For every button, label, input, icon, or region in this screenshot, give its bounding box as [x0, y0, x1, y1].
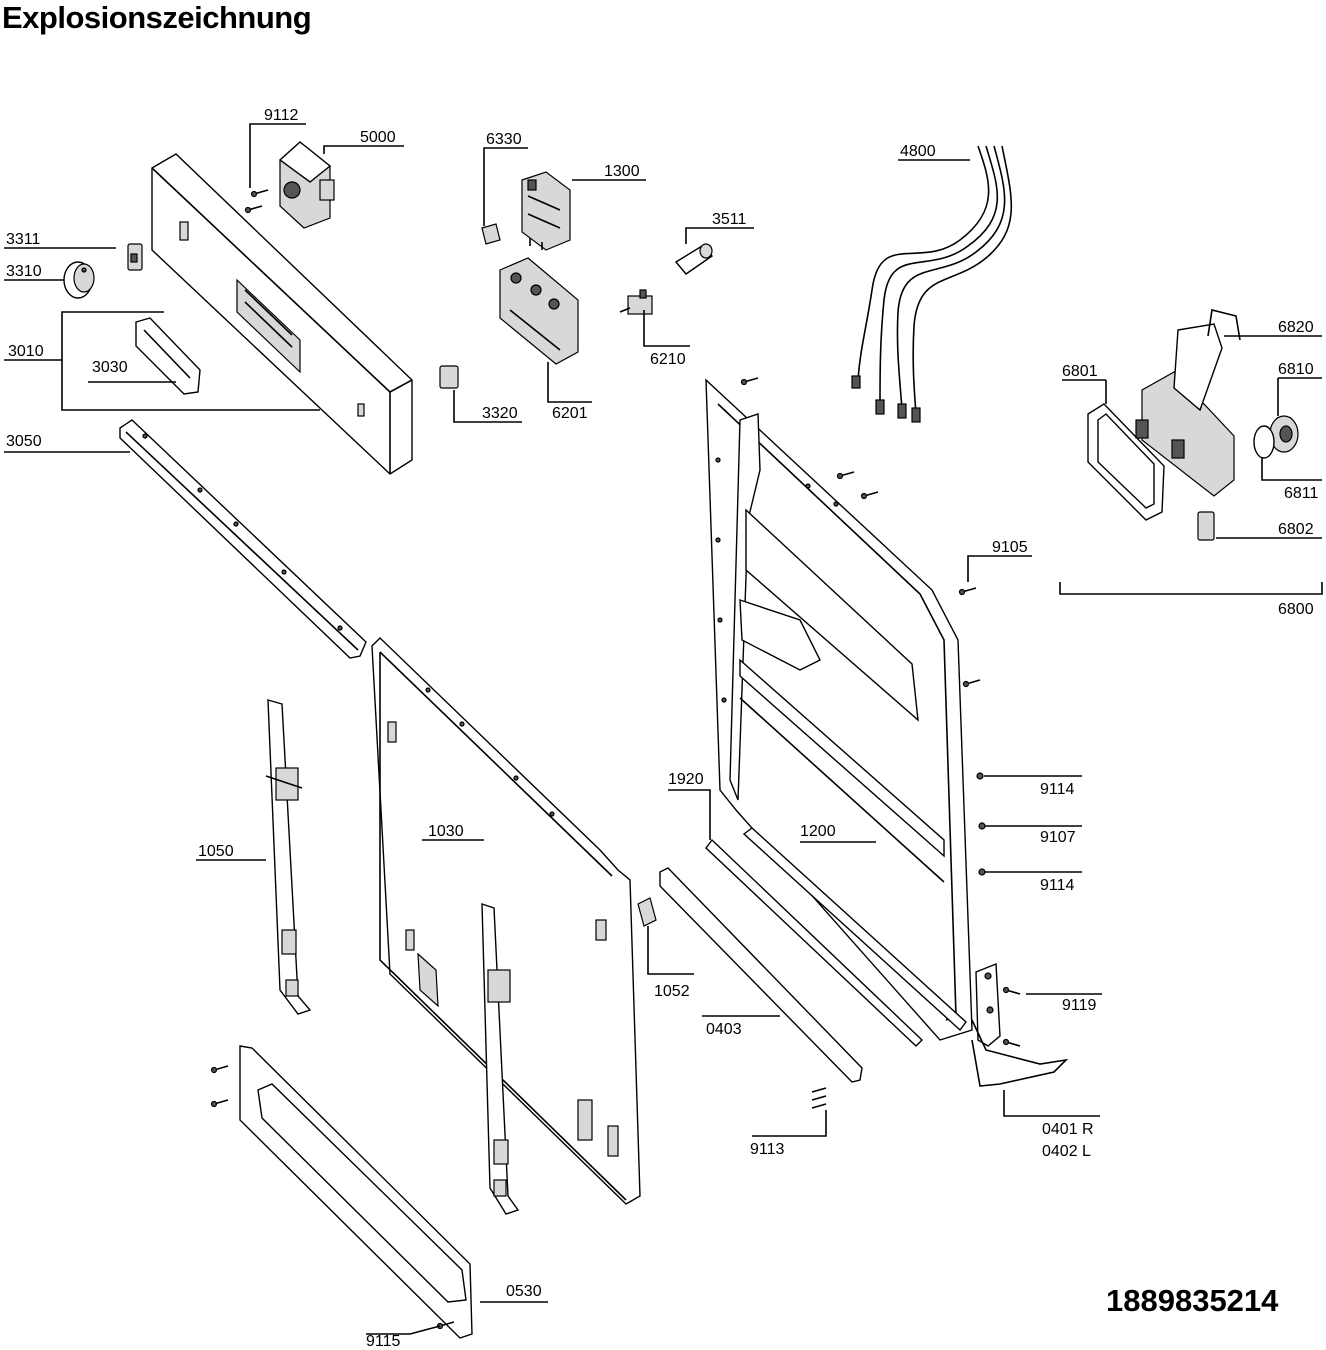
label-1300: 1300: [604, 163, 640, 180]
label-9112: 9112: [264, 107, 299, 124]
part-1030-door-panel: [371, 637, 641, 1205]
document-number: 1889835214: [1106, 1283, 1279, 1318]
label-4800: 4800: [900, 143, 936, 160]
door-screws: [740, 377, 1021, 1047]
part-1920-strip: [705, 827, 967, 1047]
label-1030: 1030: [428, 823, 464, 840]
label-9114-bottom: 9114: [1040, 877, 1075, 894]
label-9119: 9119: [1062, 997, 1097, 1014]
label-9113: 9113: [750, 1141, 785, 1158]
label-3511: 3511: [712, 211, 747, 228]
screws-9113: [811, 1087, 827, 1109]
part-1200-door-frame: [705, 378, 973, 1041]
part-3050-rail: [119, 419, 367, 659]
part-1050-bracket-left: [265, 699, 312, 1015]
screw-9112: [244, 189, 269, 214]
part-6201-module: [499, 257, 579, 365]
part-6330-clip: [481, 223, 501, 245]
label-0530: 0530: [506, 1283, 542, 1300]
label-3311: 3311: [6, 231, 41, 248]
label-6210: 6210: [650, 351, 686, 368]
part-6811-ring: [1253, 425, 1275, 459]
label-9105: 9105: [992, 539, 1028, 556]
label-3310: 3310: [6, 263, 42, 280]
label-6330: 6330: [486, 131, 522, 148]
label-9115: 9115: [366, 1333, 401, 1350]
part-1050-bracket-right: [481, 903, 520, 1215]
part-0530-kickplate: [239, 1045, 473, 1339]
part-6802-clip: [1197, 511, 1215, 541]
label-0401-r: 0401 R: [1042, 1121, 1094, 1138]
label-0402-l: 0402 L: [1042, 1143, 1091, 1160]
part-1300-module: [521, 171, 571, 251]
label-6800: 6800: [1278, 601, 1314, 618]
part-3511-spring: [674, 243, 714, 275]
part-3320-cap: [439, 365, 459, 389]
part-6210-switch: [619, 289, 653, 315]
leader-lines: [4, 123, 1323, 1335]
part-1052-clip: [637, 897, 657, 927]
part-labels: 9112 5000 6330 1300 4800 3511 3311 3310 …: [6, 107, 1319, 1350]
screws-9115: [210, 1065, 455, 1330]
label-6820: 6820: [1278, 319, 1314, 336]
part-0403-strip: [659, 867, 863, 1083]
part-3310-knob: [63, 261, 95, 299]
page-title: Explosionszeichnung: [2, 0, 312, 35]
label-1200: 1200: [800, 823, 836, 840]
label-6811: 6811: [1284, 485, 1319, 502]
label-3030: 3030: [92, 359, 128, 376]
part-5000-switch-box: [278, 141, 335, 229]
label-3050: 3050: [6, 433, 42, 450]
part-3311-button: [127, 243, 143, 271]
part-6801-seal: [1087, 403, 1165, 521]
part-0401-hinge: [971, 962, 1069, 1087]
label-3010: 3010: [8, 343, 44, 360]
label-9107: 9107: [1040, 829, 1076, 846]
control-panel-part: [151, 153, 413, 475]
part-6820-dispenser-body: [1135, 309, 1241, 497]
label-9114-top: 9114: [1040, 781, 1075, 798]
part-3030-plate: [135, 317, 201, 395]
label-3320: 3320: [482, 405, 518, 422]
label-6810: 6810: [1278, 361, 1314, 378]
label-1052: 1052: [654, 983, 690, 1000]
label-1920: 1920: [668, 771, 704, 788]
label-6802: 6802: [1278, 521, 1314, 538]
label-1050: 1050: [198, 843, 234, 860]
label-5000: 5000: [360, 129, 396, 146]
part-4800-wiring-harness: [851, 145, 1013, 423]
label-6201: 6201: [552, 405, 588, 422]
label-6801: 6801: [1062, 363, 1098, 380]
label-0403: 0403: [706, 1021, 742, 1038]
